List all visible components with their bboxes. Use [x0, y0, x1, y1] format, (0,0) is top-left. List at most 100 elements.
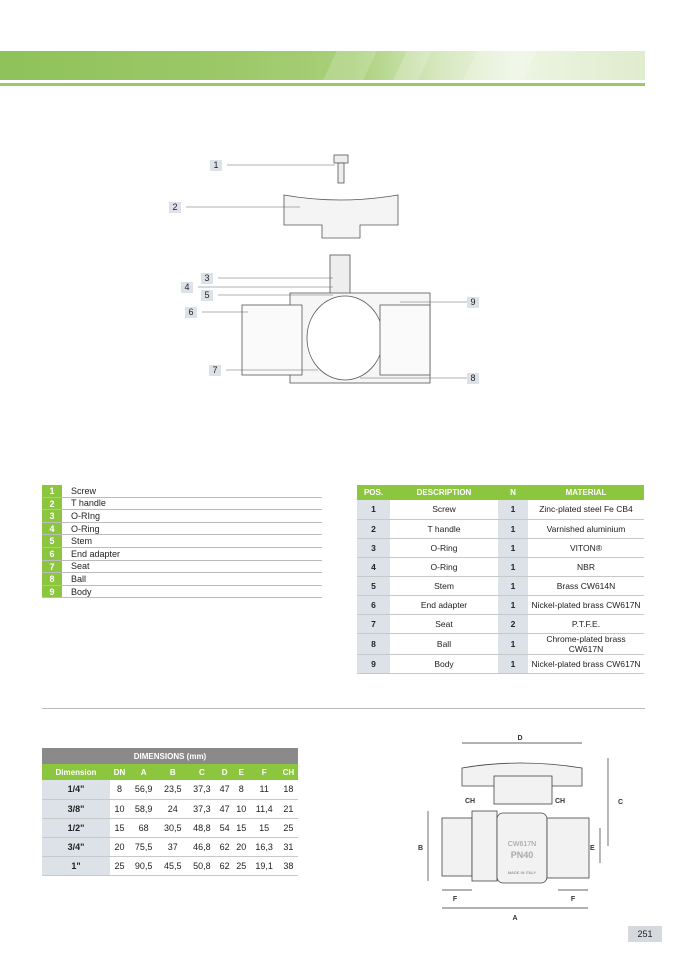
cell-material: Nickel-plated brass CW617N: [528, 595, 644, 615]
dim-cell: 62: [216, 837, 233, 857]
cell-description: Seat: [390, 614, 498, 634]
dim-label-f-right: F: [571, 896, 576, 903]
dim-label-ch-left: CH: [465, 798, 475, 805]
callout-5: 5: [201, 290, 213, 301]
dim-cell: 46,8: [187, 837, 217, 857]
dim-cell: 1/4": [42, 780, 110, 800]
dim-cell: 50,8: [187, 856, 217, 876]
cell-material: VITON®: [528, 538, 644, 558]
cell-quantity: 1: [498, 654, 528, 674]
col-material: MATERIAL: [528, 485, 644, 500]
cell-quantity: 1: [498, 557, 528, 577]
cell-quantity: 1: [498, 500, 528, 520]
cell-description: Stem: [390, 576, 498, 596]
legend-item: 9 Body: [42, 585, 322, 599]
legend-number: 1: [42, 485, 62, 497]
dim-cell: 56,9: [129, 780, 159, 800]
legend-label: Seat: [71, 561, 90, 572]
legend-label: End adapter: [71, 548, 121, 559]
cell-pos: 4: [357, 557, 390, 577]
dim-label-e: E: [590, 845, 595, 852]
dim-cell: 68: [129, 818, 159, 838]
cell-material: NBR: [528, 557, 644, 577]
callout-9: 9: [467, 297, 479, 308]
legend-number: 2: [42, 497, 62, 510]
header-rule: [0, 83, 645, 86]
dim-cell: 47: [216, 799, 233, 819]
cell-quantity: 1: [498, 633, 528, 655]
dim-cell: 54: [216, 818, 233, 838]
dim-label-d: D: [517, 735, 522, 742]
dim-cell: 15: [109, 818, 130, 838]
dim-cell: 15: [233, 818, 250, 838]
cell-material: Brass CW614N: [528, 576, 644, 596]
legend-item: 6 End adapter: [42, 547, 322, 561]
body-marking-material: CW617N: [508, 841, 536, 848]
legend-label: O-RIng: [71, 510, 101, 521]
valve-side-view-drawing: D C B E F F A CH CH CW617N PN40 MADE IN …: [418, 735, 623, 922]
col-n: N: [498, 485, 528, 500]
page-number: 251: [628, 926, 662, 942]
dim-label-ch-right: CH: [555, 798, 565, 805]
dim-cell: 10: [233, 799, 250, 819]
dim-label-c: C: [618, 799, 623, 806]
dim-col-header: CH: [278, 764, 298, 780]
cell-description: End adapter: [390, 595, 498, 615]
dim-col-header: DN: [109, 764, 130, 780]
cell-material: Chrome-plated brass CW617N: [528, 633, 644, 655]
cell-material: Zinc-plated steel Fe CB4: [528, 500, 644, 520]
legend-label: Body: [71, 586, 92, 597]
dim-label-b: B: [418, 845, 423, 852]
dim-cell: 18: [278, 780, 298, 800]
legend-number: 4: [42, 522, 62, 535]
cell-quantity: 2: [498, 614, 528, 634]
cell-pos: 9: [357, 654, 390, 674]
dim-cell: 1": [42, 856, 110, 876]
dim-cell: 3/8": [42, 799, 110, 819]
legend-label: Screw: [71, 485, 97, 496]
dim-cell: 90,5: [129, 856, 159, 876]
dim-cell: 48,8: [187, 818, 217, 838]
header-banner: [0, 51, 645, 80]
legend-item: 1 Screw: [42, 485, 322, 498]
dim-col-header: D: [216, 764, 233, 780]
dim-cell: 16,3: [249, 837, 279, 857]
cell-quantity: 1: [498, 519, 528, 539]
dim-cell: 19,1: [249, 856, 279, 876]
legend-label: T handle: [71, 498, 106, 509]
cell-pos: 8: [357, 633, 390, 655]
dim-col-header: A: [129, 764, 159, 780]
legend-number: 9: [42, 585, 62, 598]
legend-number: 6: [42, 547, 62, 560]
col-description: DESCRIPTION: [390, 485, 498, 500]
callout-4: 4: [181, 282, 193, 293]
dim-cell: 11,4: [249, 799, 279, 819]
dim-cell: 37,3: [187, 780, 217, 800]
dim-cell: 23,5: [158, 780, 188, 800]
callout-7: 7: [209, 365, 221, 376]
cell-description: Body: [390, 654, 498, 674]
dimensions-title: DIMENSIONS (mm): [42, 748, 298, 764]
dim-cell: 11: [249, 780, 279, 800]
dim-cell: 58,9: [129, 799, 159, 819]
dim-cell: 21: [278, 799, 298, 819]
dim-col-header: E: [233, 764, 250, 780]
exploded-valve-drawing: [186, 154, 468, 384]
cell-material: P.T.F.E.: [528, 614, 644, 634]
dim-cell: 8: [233, 780, 250, 800]
dim-cell: 15: [249, 818, 279, 838]
dim-cell: 10: [109, 799, 130, 819]
cell-description: T handle: [390, 519, 498, 539]
